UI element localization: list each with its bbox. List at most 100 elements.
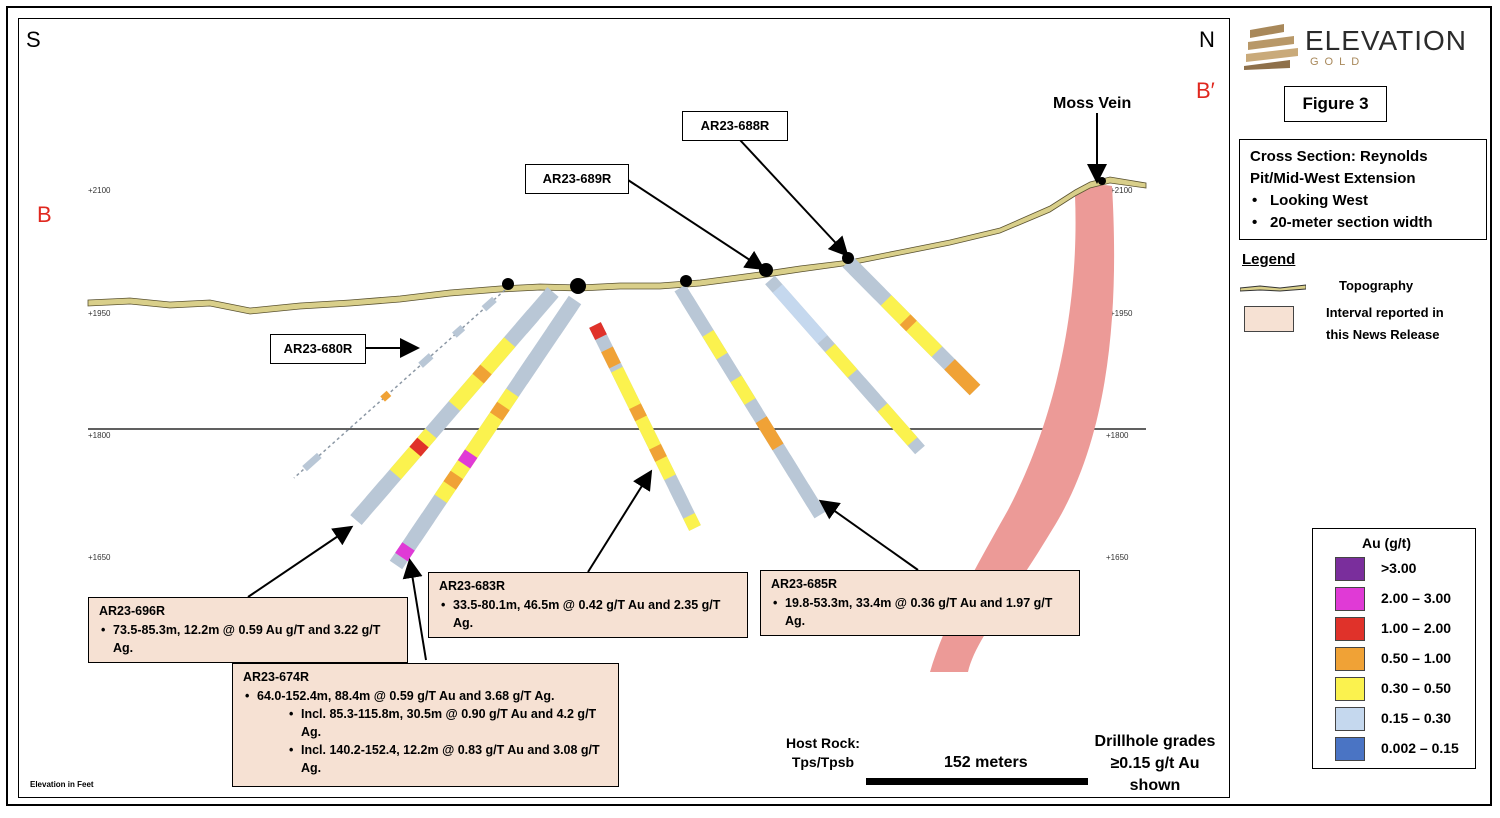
callout-674-title: AR23-674R — [243, 670, 310, 684]
host-rock: Host Rock: Tps/Tpsb — [786, 734, 860, 772]
elev-left-2100: +2100 — [88, 186, 111, 195]
hole-label-689: AR23-689R — [525, 164, 629, 194]
elev-left-1650: +1650 — [88, 553, 111, 562]
grade-interval — [683, 512, 701, 531]
grade-interval — [849, 263, 886, 300]
grade-interval — [350, 505, 370, 525]
grade-interval — [366, 480, 392, 507]
elev-left-1800: +1800 — [88, 431, 111, 440]
desc-bullet-1: •Looking West — [1252, 192, 1369, 209]
grade-interval — [547, 301, 578, 336]
au-legend-label: 2.00 – 3.00 — [1381, 590, 1452, 606]
grade-interval — [380, 390, 392, 402]
grade-interval — [944, 359, 981, 396]
au-legend-swatch — [1335, 617, 1365, 641]
grade-interval — [899, 314, 917, 332]
elev-right-1650: +1650 — [1106, 553, 1129, 562]
callout-685-title: AR23-685R — [771, 577, 838, 591]
topography-line — [87, 176, 1147, 315]
callout-674-sub2: Incl. 140.2-152.4, 12.2m @ 0.83 g/T Au a… — [289, 741, 608, 777]
grade-interval — [409, 437, 429, 457]
callout-685: AR23-685R 19.8-53.3m, 33.4m @ 0.36 g/T A… — [760, 570, 1080, 636]
grade-interval — [452, 324, 466, 338]
scale-bar — [866, 778, 1088, 785]
elev-right-1950: +1950 — [1110, 309, 1133, 318]
arrow-688 — [739, 139, 849, 257]
host-rock-value: Tps/Tpsb — [791, 754, 855, 770]
section-start-label: B — [37, 202, 52, 227]
grade-interval — [490, 401, 510, 421]
au-legend-label: 0.002 – 0.15 — [1381, 740, 1459, 756]
grade-interval — [779, 454, 801, 478]
grade-interval — [702, 329, 728, 360]
collar-dot — [680, 275, 692, 287]
grade-interval — [797, 484, 819, 508]
grade-interval — [601, 346, 621, 369]
au-legend-label: >3.00 — [1381, 560, 1417, 576]
grade-interval — [589, 322, 607, 341]
callout-685-line: 19.8-53.3m, 33.4m @ 0.36 g/T Au and 1.97… — [773, 594, 1069, 630]
grade-interval — [772, 284, 828, 344]
callout-696-title: AR23-696R — [99, 604, 166, 618]
callout-696-line: 73.5-85.3m, 12.2m @ 0.59 Au g/T and 3.22… — [101, 621, 397, 657]
legend-interval-line2: this News Release — [1326, 327, 1440, 342]
desc-title-2: Pit/Mid-West Extension — [1250, 170, 1416, 187]
topography-legend-icon — [1240, 284, 1306, 292]
arrow-683 — [587, 469, 653, 573]
callout-696: AR23-696R 73.5-85.3m, 12.2m @ 0.59 Au g/… — [88, 597, 408, 663]
grade-interval — [457, 449, 478, 469]
drillholes — [293, 256, 981, 570]
description-box: Cross Section: Reynolds Pit/Mid-West Ext… — [1239, 139, 1487, 240]
desc-bullet-2: •20-meter section width — [1252, 214, 1433, 231]
grade-interval — [472, 364, 492, 384]
section-frame — [18, 18, 1230, 798]
legend-interval: Interval reported in this News Release — [1326, 302, 1444, 346]
callout-674: AR23-674R 64.0-152.4m, 88.4m @ 0.59 g/T … — [232, 663, 619, 787]
grade-interval — [389, 428, 437, 480]
arrow-685 — [818, 499, 919, 571]
collar-dot — [1098, 177, 1106, 185]
arrow-689 — [627, 179, 766, 271]
au-legend-label: 1.00 – 2.00 — [1381, 620, 1452, 636]
legend-interval-line1: Interval reported in — [1326, 305, 1444, 320]
arrow-674 — [402, 558, 427, 661]
scale-label: 152 meters — [944, 754, 1028, 771]
grade-interval — [302, 452, 322, 472]
figure-label: Figure 3 — [1284, 86, 1387, 122]
au-legend-swatch — [1335, 737, 1365, 761]
north-label: N — [1199, 27, 1215, 52]
grades-line1: Drillhole grades — [1094, 733, 1216, 750]
grade-interval — [730, 375, 756, 405]
au-legend-swatch — [1335, 677, 1365, 701]
moss-vein-label: Moss Vein — [1053, 95, 1132, 112]
au-legend-label: 0.30 – 0.50 — [1381, 680, 1452, 696]
drillhole-trace — [293, 289, 506, 479]
grades-line2: ≥0.15 g/t Au — [1110, 755, 1200, 772]
elevation-logo-icon — [1244, 24, 1298, 70]
logo-wordmark: ELEVATION — [1305, 25, 1468, 56]
grade-interval — [481, 296, 497, 312]
arrow-696 — [247, 525, 354, 598]
elevation-note: Elevation in Feet — [30, 780, 94, 789]
legend-topography: Topography — [1339, 278, 1414, 293]
collar-dot — [502, 278, 514, 290]
grade-interval — [443, 470, 464, 490]
au-legend-label: 0.15 – 0.30 — [1381, 710, 1452, 726]
callout-674-sub1: Incl. 85.3-115.8m, 30.5m @ 0.90 g/T Au a… — [289, 705, 608, 741]
grades-line3: shown — [1129, 777, 1181, 794]
au-legend-label: 0.50 – 1.00 — [1381, 650, 1452, 666]
legend-title: Legend — [1242, 251, 1296, 268]
grade-interval — [418, 353, 434, 368]
grade-interval — [515, 354, 542, 384]
host-rock-label: Host Rock: — [786, 735, 860, 751]
grade-interval — [395, 542, 415, 562]
grade-interval — [649, 443, 667, 462]
callout-683: AR23-683R 33.5-80.1m, 46.5m @ 0.42 g/T A… — [428, 572, 748, 638]
outer-frame — [6, 6, 1492, 806]
grade-interval — [855, 377, 880, 404]
collar-dot — [759, 263, 773, 277]
grade-interval — [669, 484, 689, 507]
desc-title-1: Cross Section: Reynolds — [1250, 148, 1428, 165]
elev-right-1800: +1800 — [1106, 431, 1129, 440]
